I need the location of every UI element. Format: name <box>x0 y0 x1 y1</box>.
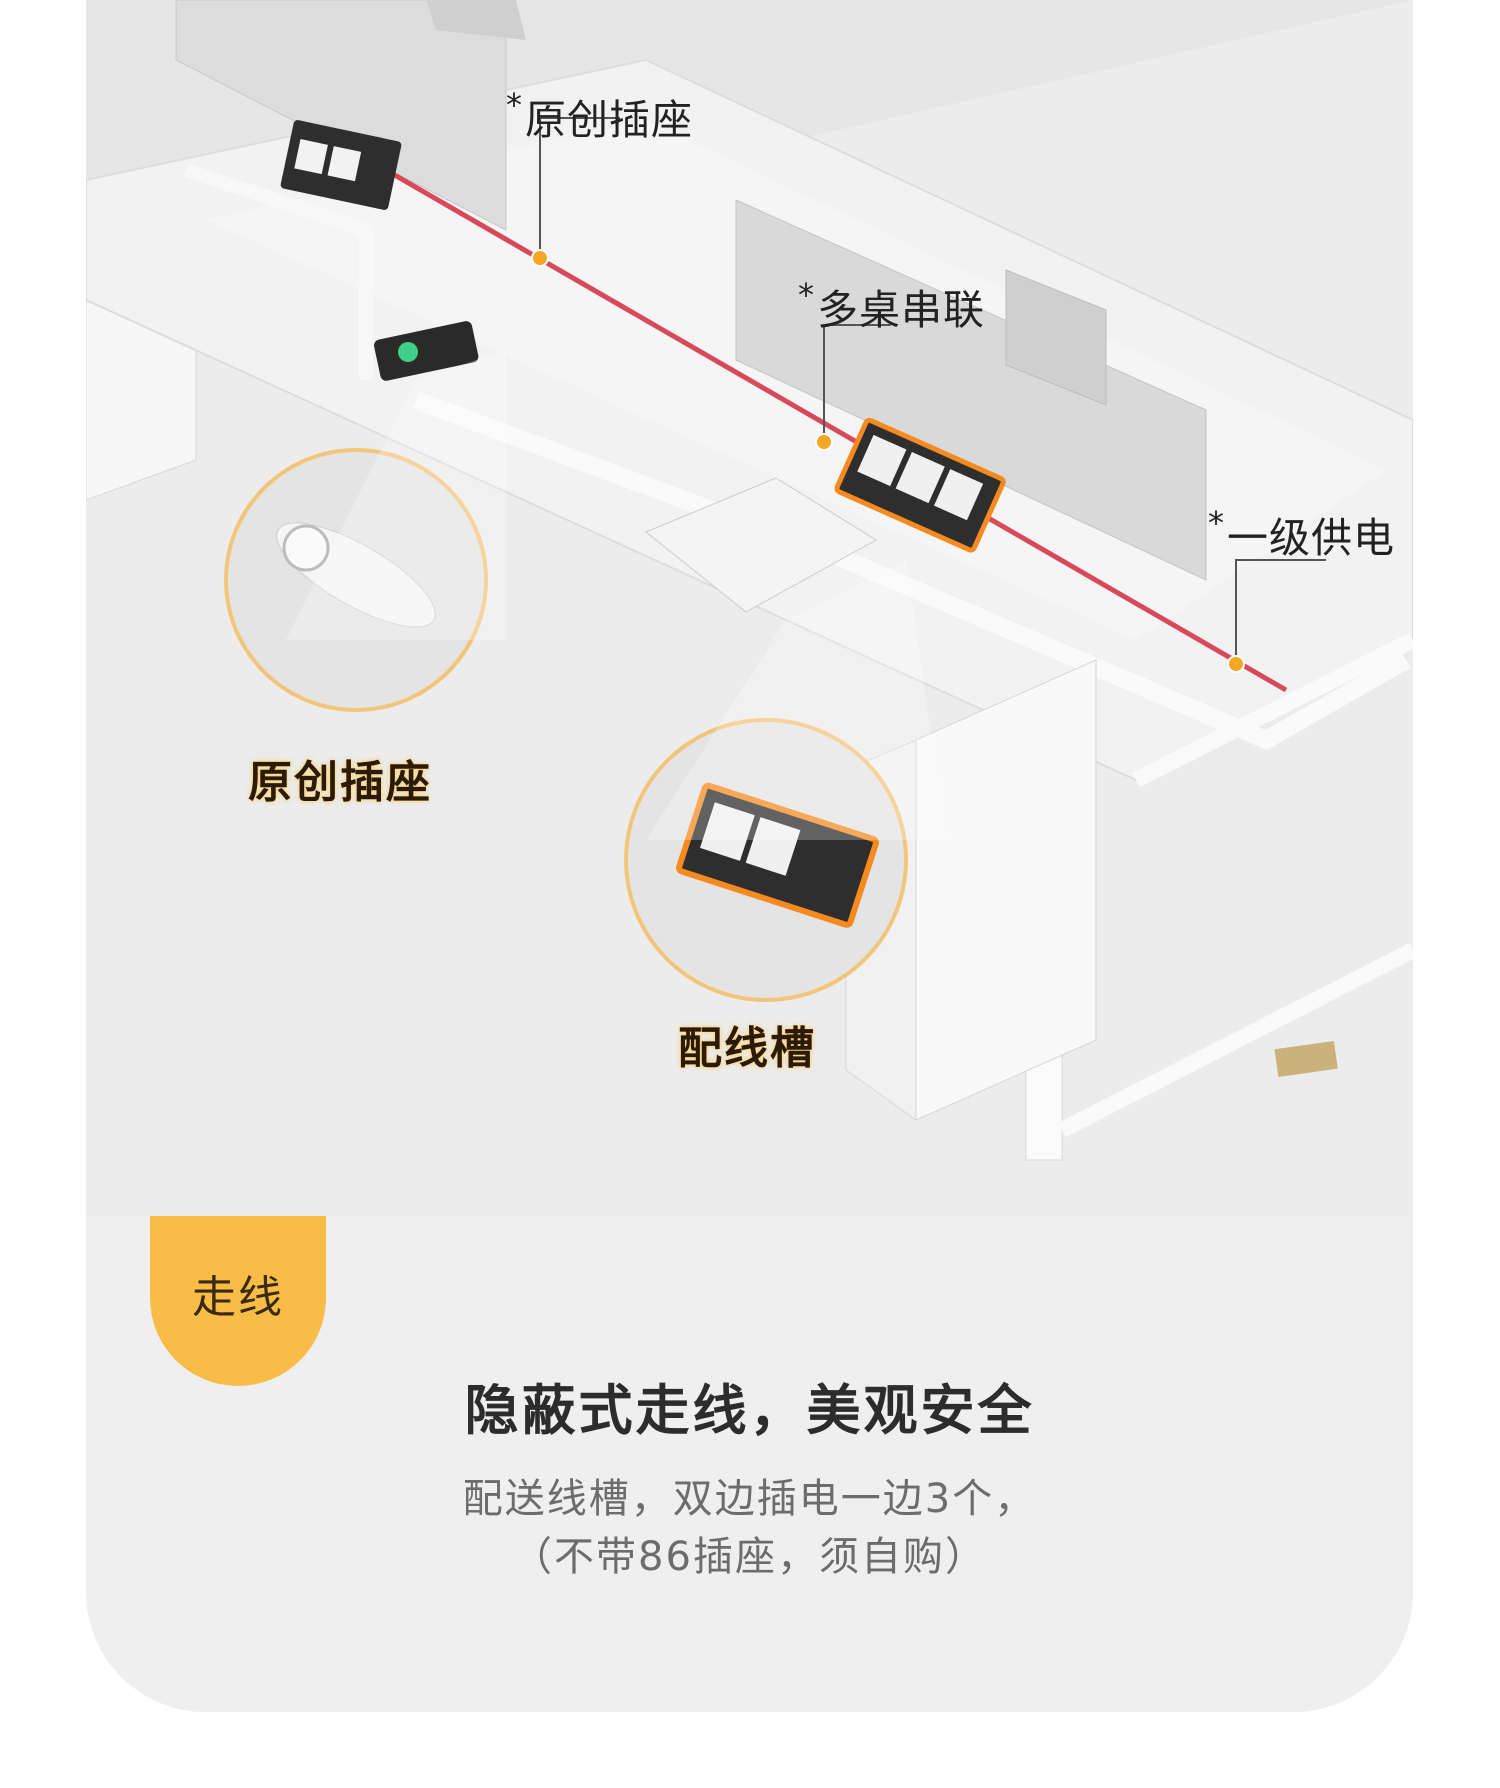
wireless-charger-icon <box>374 321 479 381</box>
power-socket-icon <box>280 120 1006 553</box>
wiring-section: 走线 隐蔽式走线，美观安全 配送线槽，双边插电一边3个， （不带86插座，须自购… <box>86 1216 1413 1712</box>
callout-multi-desk: *多桌串联 <box>798 276 985 334</box>
inset-caption-trough: 配线槽 <box>678 1023 816 1074</box>
product-card: *原创插座 *多桌串联 *一级供电 原创插座 配线槽 走线 隐蔽式走线，美观安全… <box>86 0 1413 1712</box>
laptop-icon <box>426 0 1107 613</box>
callout-primary-power: *一级供电 <box>1208 504 1395 562</box>
section-detail-line-1: 配送线槽，双边插电一边3个， <box>462 1476 1037 1522</box>
section-headline: 隐蔽式走线，美观安全 <box>464 1379 1035 1442</box>
section-detail-line-2: （不带86插座，须自购） <box>512 1534 987 1580</box>
desk-scene <box>86 0 1413 1216</box>
callout-original-socket: *原创插座 <box>506 86 693 144</box>
section-tag: 走线 <box>150 1216 326 1386</box>
inset-caption-socket: 原创插座 <box>248 757 432 808</box>
section-tag-label: 走线 <box>192 1272 284 1323</box>
desk-illustration: *原创插座 *多桌串联 *一级供电 原创插座 配线槽 <box>86 0 1413 1216</box>
